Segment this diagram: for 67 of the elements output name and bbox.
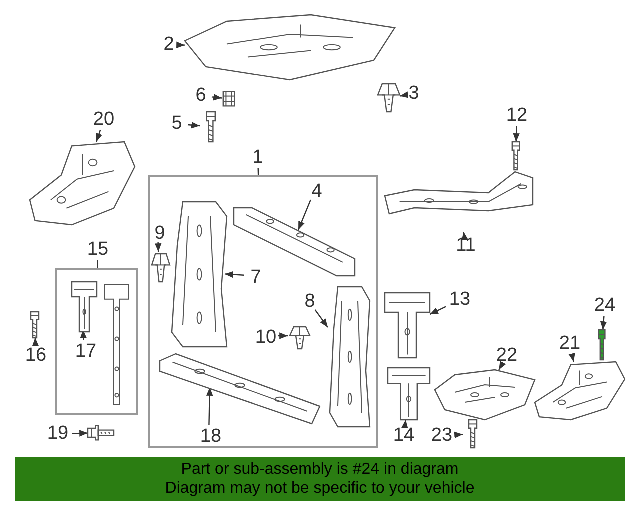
nut-drawing bbox=[222, 90, 236, 108]
callout-number: 7 bbox=[246, 268, 266, 288]
callout-number: 16 bbox=[22, 346, 50, 366]
callout-number: 17 bbox=[72, 342, 100, 362]
leader-line bbox=[454, 432, 464, 439]
cover-drawing bbox=[535, 362, 625, 420]
upper-support-drawing bbox=[185, 15, 395, 80]
callout-number: 8 bbox=[300, 292, 320, 312]
callout-number: 3 bbox=[403, 84, 425, 104]
leader-line bbox=[32, 338, 40, 346]
bracket-drawing bbox=[72, 282, 97, 332]
callout-number: 15 bbox=[84, 240, 112, 260]
leader-line bbox=[206, 387, 214, 426]
callout-number: 4 bbox=[307, 182, 327, 202]
leader-line bbox=[212, 94, 222, 101]
leader-line bbox=[96, 130, 102, 142]
bracket-drawing bbox=[388, 368, 430, 420]
callout-number: 14 bbox=[390, 426, 418, 446]
assembly-frame bbox=[55, 268, 138, 415]
bracket-drawing bbox=[30, 142, 135, 225]
clip-drawing bbox=[152, 254, 170, 282]
leader-line bbox=[154, 242, 162, 252]
bracket-drawing bbox=[385, 293, 430, 358]
leader-line bbox=[278, 332, 288, 340]
notice-banner bbox=[15, 457, 625, 501]
leader-line bbox=[430, 306, 446, 316]
callout-number: 23 bbox=[428, 426, 456, 446]
callout-number: 22 bbox=[493, 346, 521, 366]
side-support-drawing bbox=[330, 287, 370, 427]
leader-line bbox=[224, 271, 244, 278]
leader-line bbox=[402, 420, 408, 429]
callout-number: 12 bbox=[503, 106, 531, 126]
callout-number: 10 bbox=[252, 328, 280, 348]
callout-number: 6 bbox=[190, 86, 212, 106]
clip-drawing bbox=[290, 327, 310, 349]
callout-number: 18 bbox=[197, 427, 225, 447]
leader-line bbox=[400, 92, 409, 98]
bolt-drawing bbox=[88, 424, 114, 442]
leader-line bbox=[176, 42, 186, 49]
leader-line bbox=[188, 122, 200, 129]
notice-text: Part or sub-assembly is #24 in diagram bbox=[181, 460, 459, 479]
callout-number: 13 bbox=[446, 290, 474, 310]
leader-line bbox=[513, 126, 520, 142]
callout-number: 9 bbox=[150, 224, 170, 244]
callout-number: 24 bbox=[590, 296, 620, 316]
callout-number: 2 bbox=[158, 35, 180, 55]
cover-drawing bbox=[435, 370, 535, 420]
notice-text: Diagram may not be specific to your vehicle bbox=[165, 479, 475, 498]
callout-number: 21 bbox=[556, 334, 584, 354]
assembly-frame bbox=[148, 175, 378, 448]
callout-number: 11 bbox=[452, 236, 480, 256]
leader-line bbox=[568, 353, 576, 362]
leader-line bbox=[600, 316, 608, 330]
callout-number: 1 bbox=[248, 148, 268, 168]
callout-number: 20 bbox=[90, 110, 118, 130]
callout-number: 5 bbox=[166, 114, 188, 134]
leader-line bbox=[498, 361, 506, 370]
leader-line bbox=[258, 168, 260, 176]
lower-support-drawing bbox=[160, 354, 320, 424]
callout-number: 19 bbox=[44, 424, 72, 444]
leader-line bbox=[72, 430, 88, 437]
clip-drawing bbox=[378, 84, 400, 112]
leader-line bbox=[314, 310, 328, 328]
side-support-drawing bbox=[172, 202, 227, 347]
leader-line bbox=[298, 200, 312, 230]
leader-line bbox=[462, 232, 468, 241]
leader-line bbox=[97, 260, 98, 268]
